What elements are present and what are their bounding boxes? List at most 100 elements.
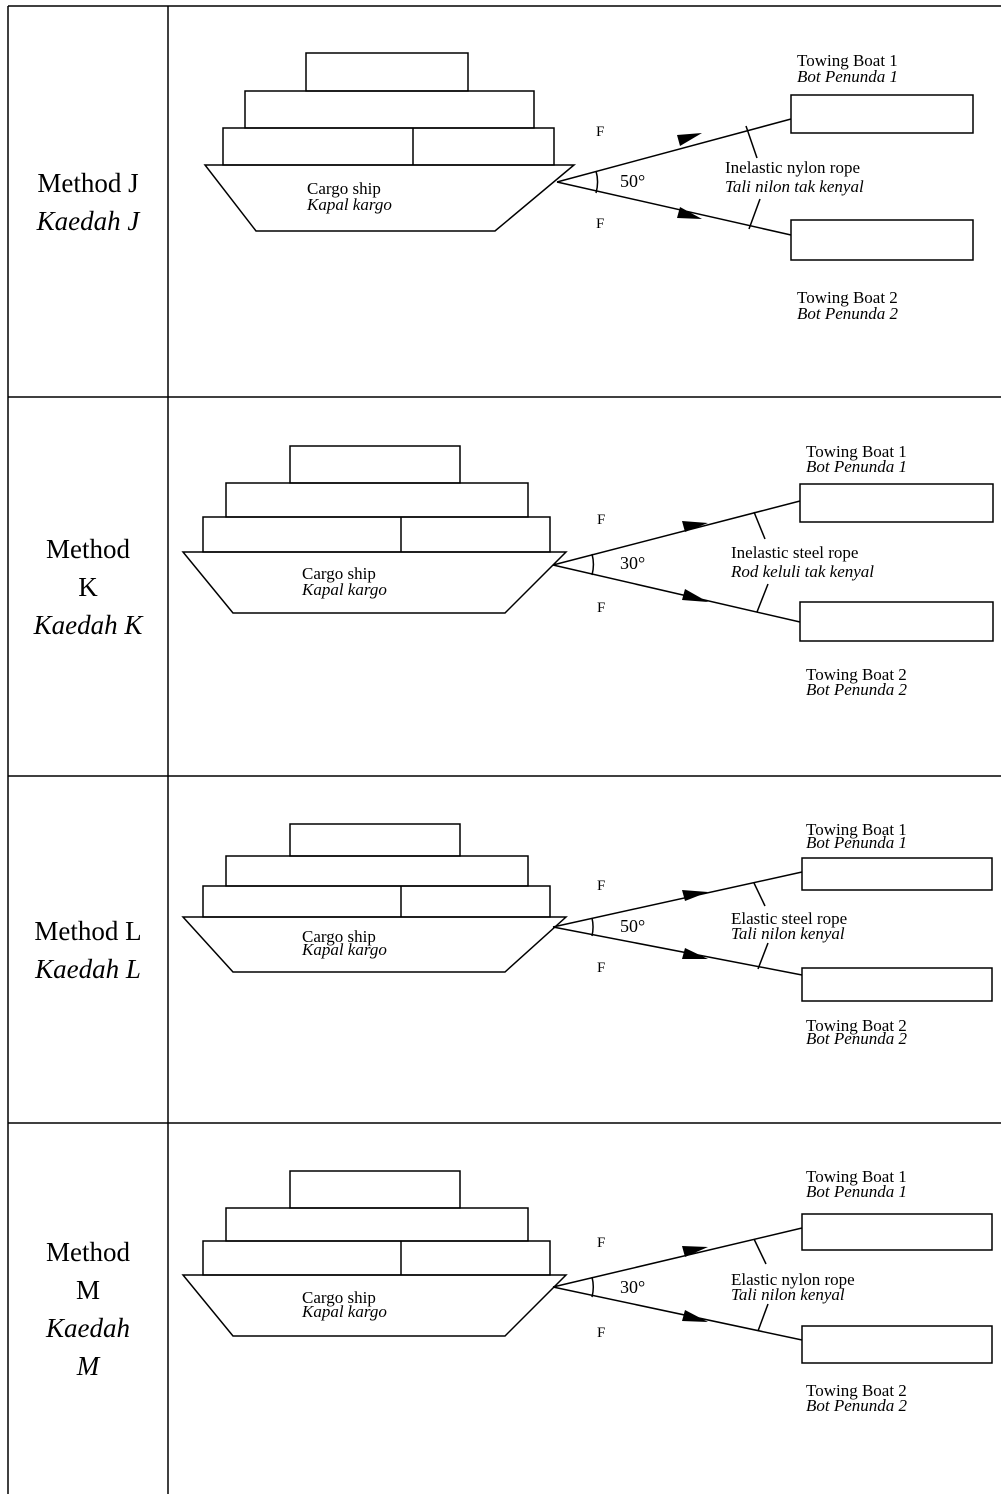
cargo-ship-label: Cargo ship xyxy=(302,927,376,946)
method-j-name-ms: Kaedah J xyxy=(36,205,140,236)
towing-boat-1-label: Towing Boat 1 xyxy=(806,1167,907,1186)
cargo-ship-label-ms: Kapal kargo xyxy=(301,580,387,599)
ship-deck-bottom xyxy=(202,516,551,553)
towing-boat-1 xyxy=(790,94,974,134)
rope-2 xyxy=(552,564,801,623)
angle-arc xyxy=(591,553,595,576)
ship-deck-middle xyxy=(225,855,529,887)
method-k-diagram: Cargo ship Kapal kargo F F 30° Inelastic… xyxy=(181,442,994,699)
ship-deck-top xyxy=(305,52,469,92)
towing-boat-1-label: Towing Boat 1 xyxy=(797,51,898,70)
method-l-name-ms: Kaedah L xyxy=(35,953,141,984)
towing-boat-2 xyxy=(801,967,993,1002)
cargo-ship-label-ms: Kapal kargo xyxy=(301,940,387,959)
rope-label-ms: Tali nilon tak kenyal xyxy=(725,177,864,196)
ship-deck-top xyxy=(289,1170,461,1209)
force-label-1: F xyxy=(596,124,604,140)
towing-boat-2-label-ms: Bot Penunda 2 xyxy=(797,304,899,323)
cargo-ship-label-ms: Kapal kargo xyxy=(301,1302,387,1321)
rope-label: Inelastic nylon rope xyxy=(725,158,860,177)
method-k-name-en: Method K xyxy=(46,533,130,602)
method-l-name-en: Method L xyxy=(34,915,142,946)
ship-deck-middle xyxy=(225,482,529,518)
arrow-1 xyxy=(677,133,702,146)
towing-boat-2 xyxy=(790,219,974,261)
method-m-label: Method M Kaedah M xyxy=(8,1123,168,1494)
method-j-name-en: Method J xyxy=(37,167,139,198)
force-label-2: F xyxy=(597,600,605,616)
rope-label: Elastic steel rope xyxy=(731,909,847,928)
rope-label-ms: Tali nilon kenyal xyxy=(731,1285,845,1304)
force-label-2: F xyxy=(597,1325,605,1341)
rope-1 xyxy=(552,500,801,566)
angle-arc xyxy=(591,917,594,937)
towing-boat-1 xyxy=(801,1213,993,1251)
method-j-label: Method J Kaedah J xyxy=(8,6,168,397)
method-k-name-ms: Kaedah K xyxy=(33,609,143,640)
arrow-1 xyxy=(682,1246,708,1257)
rope-2 xyxy=(552,1286,803,1341)
angle-label: 50° xyxy=(620,916,645,936)
towing-boat-1-label-ms: Bot Penunda 1 xyxy=(806,457,907,476)
ship-deck-middle xyxy=(225,1207,529,1242)
rope-2 xyxy=(552,926,803,976)
method-j-diagram: Cargo ship Kapal kargo F F 50° Inelastic… xyxy=(203,51,974,323)
rope-1 xyxy=(552,1227,803,1288)
cargo-ship-label: Cargo ship xyxy=(302,564,376,583)
arrow-1 xyxy=(682,890,708,901)
method-m-name-en: Method M xyxy=(46,1236,130,1305)
rope-1 xyxy=(552,871,803,928)
angle-label: 50° xyxy=(620,171,645,191)
angle-label: 30° xyxy=(620,1277,645,1297)
method-l-label: Method L Kaedah L xyxy=(8,776,168,1123)
ship-hull xyxy=(181,551,568,614)
ship-deck-middle xyxy=(244,90,535,129)
rope-label: Inelastic steel rope xyxy=(731,543,858,562)
ship-deck-bottom xyxy=(222,127,555,166)
ship-deck-bottom xyxy=(202,885,551,918)
towing-boat-1-label-ms: Bot Penunda 1 xyxy=(797,67,898,86)
towing-boat-1-label-ms: Bot Penunda 1 xyxy=(806,1182,907,1201)
method-m-diagram: Cargo ship Kapal kargo F F 30° Elastic n… xyxy=(181,1167,993,1415)
towing-boat-2-label: Towing Boat 2 xyxy=(797,288,898,307)
ship-hull xyxy=(181,1274,568,1337)
towing-boat-2-label-ms: Bot Penunda 2 xyxy=(806,1396,908,1415)
cargo-ship-label-ms: Kapal kargo xyxy=(306,195,392,214)
ship-hull xyxy=(181,916,568,973)
towing-boat-1-label: Towing Boat 1 xyxy=(806,442,907,461)
towing-boat-2-label: Towing Boat 2 xyxy=(806,1016,907,1035)
rope-label: Elastic nylon rope xyxy=(731,1270,855,1289)
arrow-2 xyxy=(682,589,708,602)
angle-arc xyxy=(595,170,599,194)
rope-label-ms: Rod keluli tak kenyal xyxy=(730,562,874,581)
arrow-1 xyxy=(682,521,708,532)
towing-boat-2-label-ms: Bot Penunda 2 xyxy=(806,1029,908,1048)
towing-boat-1-label: Towing Boat 1 xyxy=(806,820,907,839)
ship-hull xyxy=(203,164,577,232)
arrow-2 xyxy=(682,948,708,959)
towing-boat-2-label: Towing Boat 2 xyxy=(806,665,907,684)
force-label-1: F xyxy=(597,512,605,528)
towing-boat-2 xyxy=(799,601,994,642)
ship-deck-top xyxy=(289,445,461,484)
cargo-ship-label: Cargo ship xyxy=(302,1288,376,1307)
ship-deck-bottom xyxy=(202,1240,551,1276)
towing-boat-2-label-ms: Bot Penunda 2 xyxy=(806,680,908,699)
force-label-1: F xyxy=(597,1235,605,1251)
method-k-label: Method K Kaedah K xyxy=(8,397,168,776)
force-label-2: F xyxy=(597,960,605,976)
cargo-ship-label: Cargo ship xyxy=(307,179,381,198)
angle-arc xyxy=(591,1276,595,1298)
towing-boat-2-label: Towing Boat 2 xyxy=(806,1381,907,1400)
towing-boat-2 xyxy=(801,1325,993,1364)
angle-label: 30° xyxy=(620,553,645,573)
arrow-2 xyxy=(682,1310,708,1322)
towing-boat-1 xyxy=(801,857,993,891)
towing-boat-1-label-ms: Bot Penunda 1 xyxy=(806,833,907,852)
arrow-2 xyxy=(677,207,702,219)
rope-label-ms: Tali nilon kenyal xyxy=(731,924,845,943)
ship-deck-top xyxy=(289,823,461,857)
force-label-2: F xyxy=(596,216,604,232)
